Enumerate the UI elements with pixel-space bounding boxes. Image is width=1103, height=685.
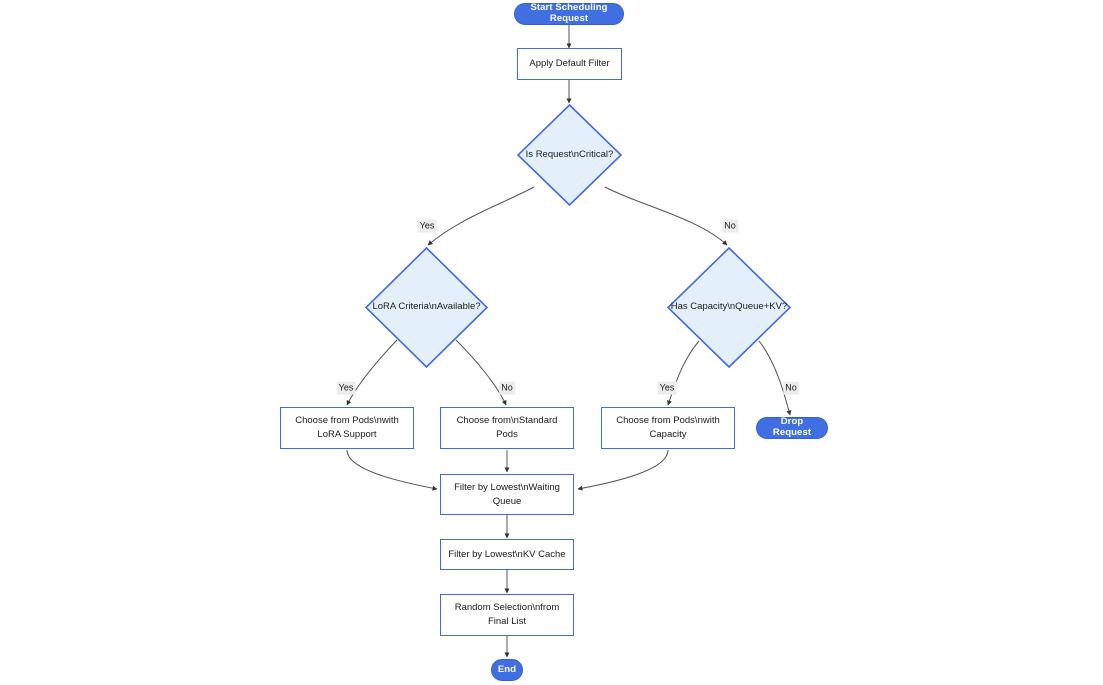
node-label: End [497,663,517,675]
diamond-shape [365,247,488,368]
node-choose-pods-capacity[interactable]: Choose from Pods\nwith Capacity [601,407,735,449]
node-random-selection-final-list[interactable]: Random Selection\nfrom Final List [440,594,574,636]
node-lora-criteria-available[interactable]: LoRA Criteria\nAvailable? [365,247,488,368]
node-filter-lowest-waiting-queue[interactable]: Filter by Lowest\nWaiting Queue [440,474,574,515]
node-label: Apply Default Filter [529,58,610,70]
node-end[interactable]: End [491,659,523,681]
edge-critical-to-capacity [604,186,728,246]
node-choose-standard-pods[interactable]: Choose from\nStandard Pods [440,407,574,449]
node-apply-default-filter[interactable]: Apply Default Filter [517,48,622,80]
node-label: Filter by Lowest\nKV Cache [448,548,566,560]
node-label: LoRA Criteria\nAvailable? [372,301,481,313]
edge-pods-lora-to-filter-queue [346,449,438,491]
node-label: Choose from Pods\nwith Capacity [616,415,720,440]
edge-pods-cap-to-filter-queue [577,449,669,491]
node-filter-lowest-kv-cache[interactable]: Filter by Lowest\nKV Cache [440,539,574,570]
node-label: Is Request\nCritical? [525,148,614,160]
node-drop-request[interactable]: Drop Request [756,416,828,439]
node-label: Choose from Pods\nwith LoRA Support [295,415,399,440]
edge-label-critical-yes: Yes [417,219,437,233]
diamond-shape [667,247,791,368]
edge-label-lora-no: No [499,381,515,395]
node-label: Has Capacity\nQueue+KV? [670,301,788,313]
node-label: Filter by Lowest\nWaiting Queue [454,481,560,507]
edge-label-capacity-no: No [783,381,799,395]
node-is-request-critical[interactable]: Is Request\nCritical? [517,104,622,206]
node-label: Random Selection\nfrom Final List [454,602,560,627]
node-choose-pods-lora-support[interactable]: Choose from Pods\nwith LoRA Support [280,407,414,449]
node-label: Drop Request [772,416,812,438]
node-start-scheduling-request[interactable]: Start Scheduling Request [514,2,624,25]
node-label: Choose from\nStandard Pods [456,415,558,440]
edge-label-lora-yes: Yes [336,381,356,395]
diamond-shape [517,104,622,206]
node-has-capacity-queue-kv[interactable]: Has Capacity\nQueue+KV? [667,247,791,368]
edge-label-capacity-yes: Yes [657,381,677,395]
edge-label-critical-no: No [722,219,738,233]
node-label: Start Scheduling Request [530,2,608,24]
